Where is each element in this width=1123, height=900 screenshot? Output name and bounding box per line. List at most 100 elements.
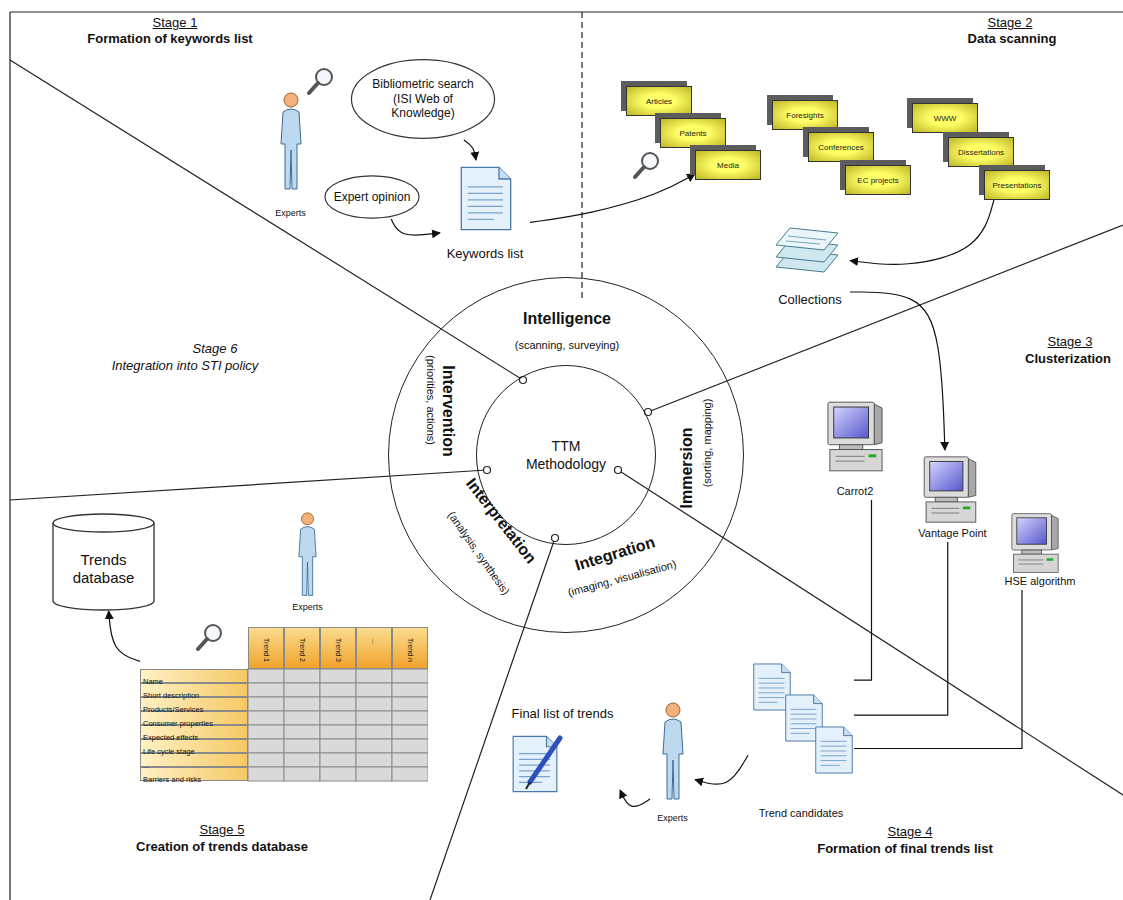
document-icon <box>754 664 790 710</box>
node-label: Collections <box>778 293 842 308</box>
stage-label-holder: Stage 4 <box>888 822 933 840</box>
table-cell <box>356 669 392 683</box>
connector-arrow <box>391 219 440 235</box>
table-cell <box>248 739 284 753</box>
table-cell <box>248 753 284 767</box>
table-cell <box>284 767 320 781</box>
dashed-divider <box>581 12 582 298</box>
connector-arrow <box>109 611 140 661</box>
table-cell <box>356 767 392 781</box>
connector-line <box>854 590 1022 749</box>
stage-number: Integration into STI policy <box>112 358 259 373</box>
node-label: Vantage Point <box>918 527 986 540</box>
phase-name: Intervention <box>439 365 457 457</box>
cylinder-body <box>53 523 154 610</box>
stage-label-holder: Clusterization <box>1025 349 1111 367</box>
table-cell <box>392 683 428 697</box>
phase-description: (scanning, surveying) <box>515 339 620 351</box>
table-cell <box>248 683 284 697</box>
box-label: Dissertations <box>958 148 1004 157</box>
sector-line <box>10 60 523 380</box>
tool-computer: HSE algorithm <box>995 510 1085 590</box>
sector-dot <box>645 409 652 416</box>
table-cell <box>356 725 392 739</box>
stage-label-holder: Data scanning <box>968 29 1057 47</box>
connector-arrow <box>620 790 650 806</box>
row-header: Barriers and risks <box>141 774 201 786</box>
frame-lines <box>10 12 1123 900</box>
document-stack: Trend candidates <box>748 655 854 822</box>
table-cell <box>284 711 320 725</box>
database-cylinder: Trends database <box>52 513 155 611</box>
sheet <box>776 228 838 250</box>
source-box: WWW <box>912 103 978 133</box>
phase-name: Intelligence <box>523 310 611 328</box>
table-cell <box>392 767 428 781</box>
expert-figure: Experts <box>650 695 695 825</box>
node-label: Keywords list <box>447 247 524 262</box>
table-cell <box>356 753 392 767</box>
source-box: Dissertations <box>948 137 1014 167</box>
person-icon <box>299 513 316 596</box>
source-box: Presentations <box>984 170 1050 200</box>
sector-line <box>10 470 487 500</box>
table-cell <box>284 739 320 753</box>
stage-label-holder: Stage 5 <box>200 820 245 838</box>
table-row-cell: Name <box>140 669 248 683</box>
table-cell <box>284 725 320 739</box>
box-label: Conferences <box>818 143 863 152</box>
table-cell <box>248 697 284 711</box>
computer-icon <box>924 457 976 522</box>
sector-dot <box>520 377 527 384</box>
column-header: Trend n <box>406 638 415 662</box>
collections-icon <box>776 228 838 272</box>
stage-label-holder: Stage 2 <box>988 13 1033 31</box>
node-label: Carrot2 <box>837 485 874 498</box>
table-cell <box>248 711 284 725</box>
table-cell <box>248 669 284 683</box>
row-header: Short description <box>141 690 199 702</box>
magnifier-icon <box>309 69 332 93</box>
box-label: Foresights <box>786 111 823 120</box>
document-icon <box>461 167 510 229</box>
source-ellipse: Bibliometric search (ISI Web of Knowledg… <box>350 58 496 140</box>
pen-body <box>530 738 560 782</box>
stage-number: Stage 3 <box>1048 334 1093 349</box>
document-icon <box>816 727 852 773</box>
connector-arrow <box>850 292 945 450</box>
stage-label-holder: Stage 6 <box>193 339 238 357</box>
magnifier-icon <box>635 153 658 177</box>
connector-arrow <box>530 174 695 222</box>
column-header: ... <box>370 638 379 644</box>
row-header: Life cycle stage <box>141 746 195 758</box>
table-header-cell: Trend n <box>392 627 428 669</box>
stage-label-holder: Integration into STI policy <box>112 356 259 374</box>
table-cell <box>320 711 356 725</box>
stage-number: Stage 1 <box>153 15 198 30</box>
row-header: Products/Services <box>141 704 203 716</box>
document-icon <box>513 736 557 791</box>
table-cell <box>356 711 392 725</box>
table-cell <box>356 683 392 697</box>
table-cell <box>392 753 428 767</box>
connector-arrow <box>695 755 748 784</box>
box-label: WWW <box>934 114 957 123</box>
table-cell <box>392 739 428 753</box>
source-box: Media <box>695 150 761 180</box>
sector-line <box>648 225 1123 412</box>
table-header-cell: ... <box>356 627 392 669</box>
connector-line <box>854 542 948 715</box>
table-cell <box>284 697 320 711</box>
table-cell <box>320 753 356 767</box>
methodology-ring: TTM MethodologyIntelligence(scanning, su… <box>388 277 744 633</box>
phase-description: (sorting, mapping) <box>701 399 713 488</box>
row-header: Name <box>141 676 163 688</box>
column-header: Trend 1 <box>262 638 271 662</box>
expert-figure: Experts <box>285 508 330 614</box>
ellipse-shape <box>351 60 494 139</box>
stage-label-holder: Stage 3 <box>1048 332 1093 350</box>
stage-number: Stage 5 <box>200 822 245 837</box>
frame-line <box>9 12 10 900</box>
trends-table: Trend 1Trend 2Trend 3...Trend nNameShort… <box>140 627 428 783</box>
table-cell <box>284 683 320 697</box>
